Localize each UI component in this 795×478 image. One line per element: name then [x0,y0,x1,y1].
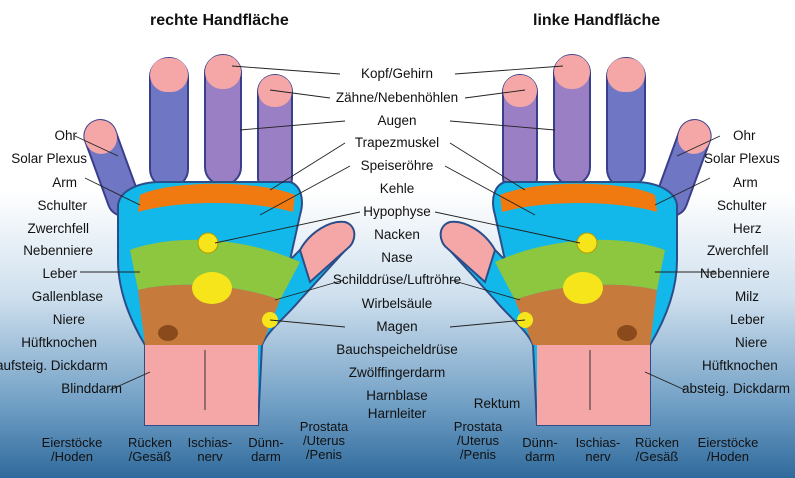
left-hand [441,55,716,425]
left-label-milz: Milz [735,289,759,305]
left-label-solar-plexus: Solar Plexus [704,151,780,167]
right-bottom-eierstoecke: Eierstöcke/Hoden [42,436,103,464]
right-label-solar-plexus: Solar Plexus [11,151,87,167]
left-label-niere: Niere [735,335,767,351]
right-bottom-ischiasnerv: Ischias-nerv [188,436,233,464]
right-bottom-prostata: Prostata/Uterus/Penis [300,420,348,462]
right-hand [80,55,355,425]
right-bottom-ruecken: Rücken/Gesäß [128,436,172,464]
label-rektum: Rektum [474,396,521,412]
label-schilddruese: Schilddrüse/Luftröhre [333,272,461,288]
right-label-nebenniere: Nebenniere [23,243,93,259]
right-label-zwerchfell: Zwerchfell [27,221,89,237]
label-trapezmuskel: Trapezmuskel [355,135,439,151]
right-label-gallenblase: Gallenblase [32,289,103,305]
left-label-absteig-dickdarm: absteig. Dickdarm [682,381,790,397]
left-bottom-prostata: Prostata/Uterus/Penis [454,420,502,462]
left-palm-title: linke Handfläche [533,12,660,30]
label-zaehne: Zähne/Nebenhöhlen [336,90,458,106]
right-label-blinddarm: Blinddarm [61,381,122,397]
label-speiseroehre: Speiseröhre [361,158,434,174]
right-label-aufsteig-dickdarm: aufsteig. Dickdarm [0,358,108,374]
left-label-ohr: Ohr [733,128,756,144]
label-nase: Nase [381,250,413,266]
label-augen: Augen [377,113,416,129]
label-nacken: Nacken [374,227,420,243]
right-label-hueftknochen: Hüftknochen [21,335,97,351]
right-label-schulter: Schulter [37,198,87,214]
label-harnleiter: Harnleiter [368,406,427,422]
right-label-niere: Niere [53,312,85,328]
label-kopf-gehirn: Kopf/Gehirn [361,66,433,82]
right-label-leber: Leber [42,266,77,282]
label-zwoelffingerdarm: Zwölffingerdarm [349,365,446,381]
label-bauchspeicheldruese: Bauchspeicheldrüse [336,342,458,358]
right-bottom-duenndarm: Dünn-darm [248,436,283,464]
left-label-schulter: Schulter [717,198,767,214]
label-kehle: Kehle [380,181,415,197]
right-label-ohr: Ohr [54,128,77,144]
left-label-hueftknochen: Hüftknochen [702,358,778,374]
right-palm-title: rechte Handfläche [150,12,289,30]
left-bottom-ruecken: Rücken/Gesäß [635,436,679,464]
right-label-arm: Arm [52,175,77,191]
left-label-zwerchfell: Zwerchfell [707,243,769,259]
label-wirbelsaeule: Wirbelsäule [362,296,433,312]
left-bottom-duenndarm: Dünn-darm [522,436,557,464]
left-bottom-eierstoecke: Eierstöcke/Hoden [698,436,759,464]
label-harnblase: Harnblase [366,388,428,404]
label-hypophyse: Hypophyse [363,204,431,220]
left-label-arm: Arm [733,175,758,191]
left-label-herz: Herz [733,221,762,237]
label-magen: Magen [376,319,417,335]
left-label-leber: Leber [730,312,765,328]
left-label-nebenniere: Nebenniere [700,266,770,282]
left-bottom-ischiasnerv: Ischias-nerv [576,436,621,464]
